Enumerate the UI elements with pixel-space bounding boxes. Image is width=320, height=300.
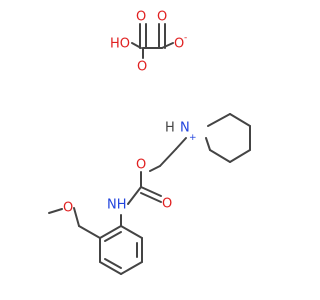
carbamate-linker: O O NH bbox=[107, 137, 187, 213]
bond-carbonyl-c-nh bbox=[127, 186, 142, 205]
benzene-double-3 bbox=[104, 231, 122, 242]
ammonium-n-label: N bbox=[180, 121, 190, 136]
ester-o-label: O bbox=[136, 158, 146, 173]
ring-bond-n-c2 bbox=[207, 113, 231, 127]
ammonium-h-label: H bbox=[165, 121, 175, 136]
structure-svg: HO O O O - O H N + bbox=[48, 10, 251, 275]
bond-o-ch3 bbox=[48, 208, 63, 214]
bond-ring-ch2 bbox=[78, 225, 101, 239]
bond-n-ch2a bbox=[175, 137, 187, 150]
oxalate-o-top-right-label: O bbox=[157, 10, 167, 25]
methoxymethyl-group: O bbox=[48, 201, 101, 239]
benzene-bond-c1-c2 bbox=[120, 225, 143, 239]
benzene-bond-c6-c1 bbox=[99, 225, 122, 239]
carbonyl-o-label: O bbox=[162, 197, 172, 212]
ring-bond-c2-c3 bbox=[229, 113, 251, 127]
benzene-double-2 bbox=[104, 258, 122, 269]
oxalate-group: HO O O O - O bbox=[110, 10, 187, 75]
bond-ch2b-o bbox=[149, 165, 161, 172]
ring-bond-c6-n bbox=[205, 137, 211, 151]
hydroxyl-label: HO bbox=[110, 37, 130, 52]
amide-nh-label: NH bbox=[107, 198, 127, 213]
bond-carbonyl-b bbox=[140, 192, 162, 203]
bond-ch2a-ch2b bbox=[159, 148, 177, 167]
oxalate-o-top-left-label: O bbox=[136, 10, 146, 25]
benzene-ring bbox=[99, 214, 143, 275]
ring-bond-c4-c5 bbox=[229, 149, 251, 163]
ring-bond-c5-c6 bbox=[209, 149, 231, 163]
piperidinium-ring: H N + bbox=[165, 113, 251, 163]
benzene-bond-c3-c4 bbox=[120, 261, 143, 275]
bond-c2-o-minus bbox=[161, 42, 174, 49]
benzene-bond-c4-c5 bbox=[99, 261, 122, 275]
bond-carbonyl-a bbox=[140, 186, 162, 197]
bond-ch2-o bbox=[73, 207, 80, 227]
methoxy-o-label: O bbox=[63, 201, 73, 216]
minus-charge: - bbox=[184, 33, 187, 43]
oxalate-o-bottom-label: O bbox=[137, 60, 147, 75]
plus-charge: + bbox=[189, 133, 197, 143]
molecule-canvas: HO O O O - O H N + bbox=[48, 9, 251, 275]
oxalate-o-minus-label: O bbox=[174, 37, 184, 52]
